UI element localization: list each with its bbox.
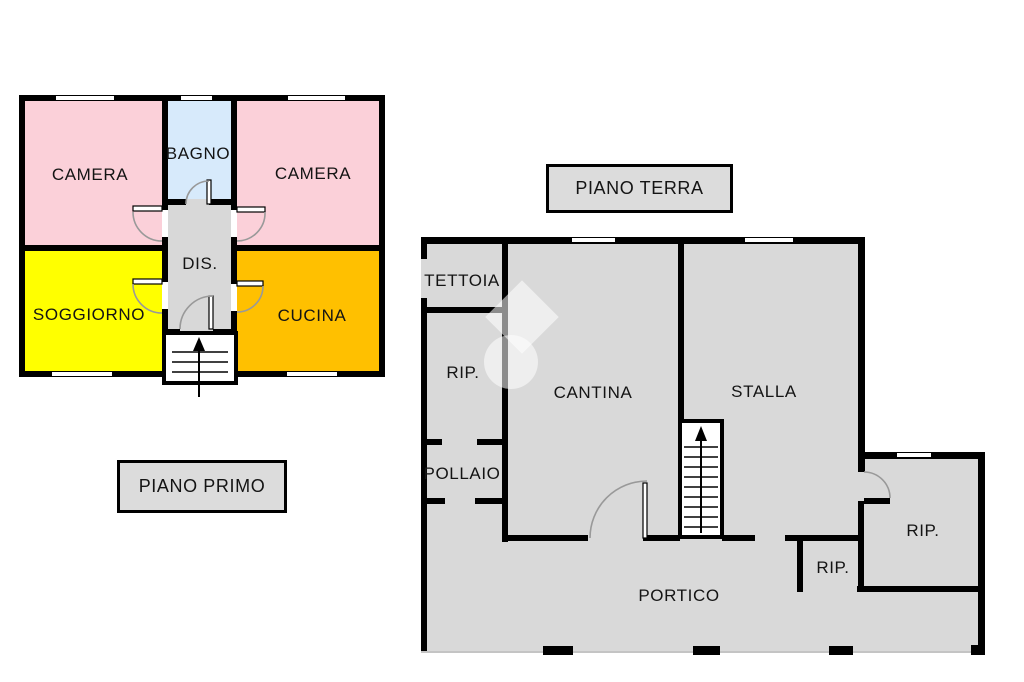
wall	[978, 592, 985, 652]
wall	[421, 307, 508, 313]
room-label-tettoia: TETTOIA	[424, 271, 500, 290]
room-label-soggiorno: SOGGIORNO	[32, 305, 146, 324]
room-label-stalla: STALLA	[731, 382, 797, 401]
room-label-cantina: CANTINA	[553, 383, 633, 402]
floor-title-piano-primo: PIANO PRIMO	[117, 460, 287, 513]
wall	[421, 498, 445, 504]
wall	[978, 452, 985, 592]
wall	[858, 501, 864, 592]
room-label-portico: PORTICO	[638, 586, 720, 605]
wall	[162, 237, 168, 282]
wall	[231, 237, 237, 284]
window	[56, 96, 114, 100]
window	[897, 453, 931, 457]
room-label-camera-left: CAMERA	[51, 165, 129, 184]
wall	[19, 95, 25, 377]
room-label-dis: DIS.	[182, 254, 218, 273]
wall	[162, 101, 168, 205]
wall	[421, 237, 427, 259]
pillar	[829, 646, 853, 655]
room-label-rip-small: RIP.	[816, 558, 850, 577]
room-label-pollaio: POLLAIO	[423, 464, 501, 483]
wall	[231, 311, 237, 335]
wall	[678, 243, 684, 421]
room-label-rip-left: RIP.	[446, 363, 480, 382]
wall	[857, 586, 985, 592]
wall	[475, 498, 503, 504]
wall	[858, 237, 865, 472]
wall	[379, 95, 385, 377]
wall	[505, 535, 588, 541]
window	[52, 372, 112, 376]
wall	[421, 439, 442, 445]
wall	[231, 205, 237, 210]
wall	[421, 298, 427, 652]
pillar	[971, 645, 985, 655]
wall	[162, 199, 186, 205]
wall	[864, 498, 890, 504]
wall	[231, 101, 237, 205]
stairwell-first-floor	[162, 331, 238, 385]
room-label-rip-big: RIP.	[906, 521, 940, 540]
wall	[477, 439, 508, 445]
floor-title-piano-primo-text: PIANO PRIMO	[138, 476, 266, 496]
wall	[722, 535, 755, 541]
room-label-camera-right: CAMERA	[274, 164, 352, 183]
window	[287, 372, 337, 376]
wall	[785, 535, 862, 541]
window	[288, 96, 345, 100]
room-label-cucina: CUCINA	[277, 306, 347, 325]
wall	[209, 199, 237, 205]
wall	[643, 535, 680, 541]
room-label-bagno: BAGNO	[165, 144, 231, 163]
wall	[162, 205, 168, 210]
floor-title-piano-terra-text: PIANO TERRA	[575, 178, 704, 198]
wall	[797, 538, 803, 592]
window	[572, 238, 615, 242]
pillar	[543, 646, 573, 655]
wall	[162, 309, 168, 335]
pillar	[693, 646, 720, 655]
floor-title-piano-terra: PIANO TERRA	[546, 164, 733, 213]
wall	[237, 245, 379, 251]
window	[181, 96, 212, 100]
wall	[25, 245, 162, 251]
wall	[502, 243, 508, 542]
stairwell-ground-floor	[678, 419, 724, 539]
wall	[421, 237, 865, 244]
window	[745, 238, 793, 242]
